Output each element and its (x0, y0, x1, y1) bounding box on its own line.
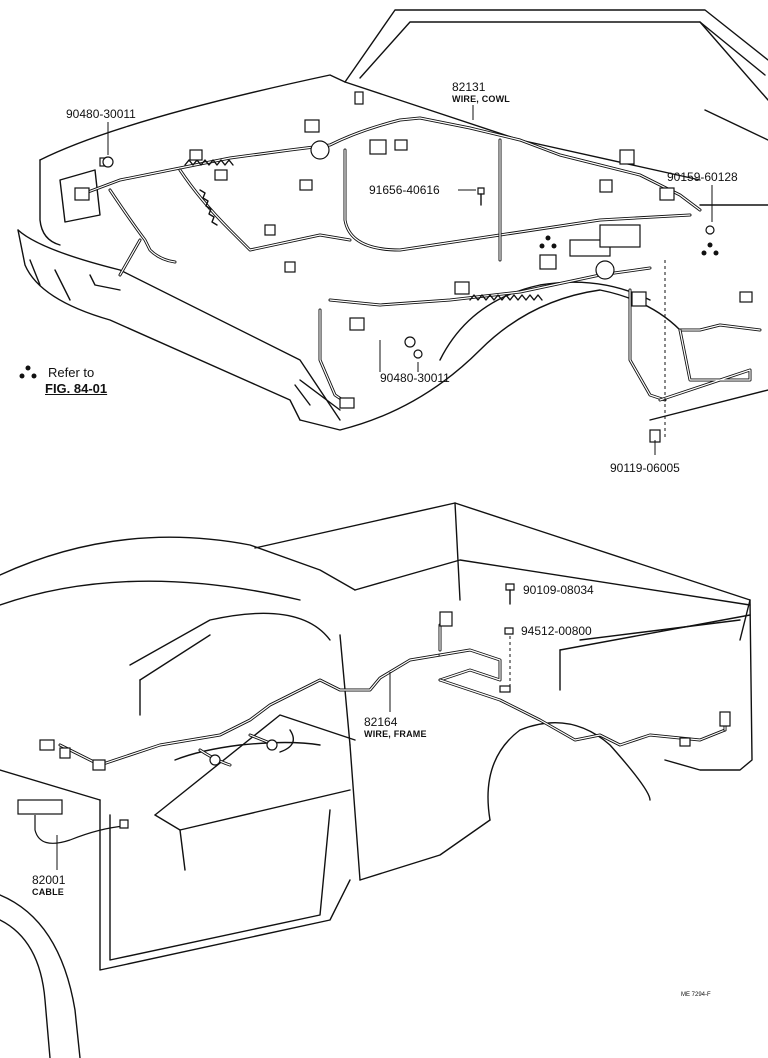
callout-part-number: 91656-40616 (369, 183, 440, 197)
footer-code: ME 7294-F (681, 992, 711, 998)
callout-part-number: 82001 (32, 873, 66, 887)
callout-part-number: 90480-30011 (380, 371, 450, 385)
lower-vehicle-body (0, 502, 753, 1058)
figure-reference-link[interactable]: FIG. 84-01 (45, 381, 108, 396)
callout-part-number: 94512-00800 (521, 624, 592, 638)
callout-description: WIRE, FRAME (364, 729, 427, 739)
callout-part-number: 82164 (364, 715, 398, 729)
callout-part-number: 82131 (452, 80, 486, 94)
callout-part-number: 90159-60128 (667, 170, 738, 184)
frame-wire-harness (17, 583, 731, 870)
callout-part-number: 90480-30011 (66, 107, 136, 121)
cowl-wire-harness (74, 91, 762, 455)
callout-part-number: 90109-08034 (523, 583, 594, 597)
refer-cluster-icon (19, 365, 37, 379)
refer-to-label: Refer to (48, 365, 95, 380)
callout-description: CABLE (32, 887, 64, 897)
callout-description: WIRE, COWL (452, 94, 510, 104)
callout-part-number: 90119-06005 (610, 461, 680, 475)
